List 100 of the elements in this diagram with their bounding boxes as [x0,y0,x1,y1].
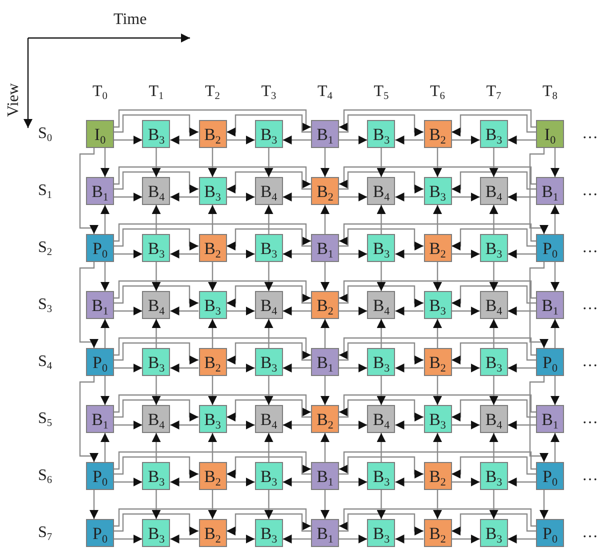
arrow [170,192,198,202]
arrow [114,342,198,364]
continuation-dots: … [582,468,598,484]
arrow [79,148,98,234]
frame-box: I$_{0}$ [86,120,114,148]
frame-box: B$_{3}$ [367,462,396,490]
arrow [208,319,217,348]
frame-box: B$_{4}$ [254,405,283,433]
axis-label: Time [114,12,147,28]
row-label: S$_{0}$ [38,126,52,142]
arrow [339,399,424,422]
arrow [114,114,198,136]
frame-box: B$_{4}$ [142,291,170,319]
arrow [114,280,311,302]
arrow [452,136,480,144]
arrow [114,399,198,422]
frame-box: B$_{1}$ [311,519,339,547]
frame-box: B$_{4}$ [254,291,283,319]
arrow [452,285,536,308]
frame-box: B$_{2}$ [198,519,226,547]
arrow [339,364,368,372]
arrow [395,136,424,144]
arrow [226,420,255,430]
frame-box: B$_{3}$ [142,462,170,490]
arrow [433,490,442,519]
arrow [226,364,255,372]
arrow [114,534,142,544]
frame-box: B$_{1}$ [311,120,339,148]
frame-box: B$_{3}$ [254,120,283,148]
arrow [489,490,498,519]
arrow [152,148,161,177]
arrow [100,148,110,177]
arrow [489,205,498,234]
row-label: S$_{7}$ [38,525,52,541]
row-label: S$_{3}$ [38,297,52,313]
arrow [152,262,161,291]
arrow [100,262,110,291]
frame-box: B$_{4}$ [367,291,396,319]
arrow [208,433,217,462]
arrow [264,490,274,519]
arrow [395,420,424,430]
arrow [282,136,311,144]
continuation-dots: … [582,297,598,313]
arrow [226,114,311,136]
arrow [114,285,198,308]
column-label: T$_{8}$ [542,84,558,100]
frame-box: B$_{2}$ [424,462,452,490]
arrow [395,478,424,486]
arrow [529,148,548,234]
frame-box: B$_{3}$ [480,234,508,262]
arrow [320,433,330,462]
arrow [339,337,536,360]
frame-box: B$_{3}$ [142,519,170,547]
arrow [339,171,424,194]
arrow [452,478,480,486]
arrow [226,534,255,544]
arrow [170,306,198,316]
arrow [114,228,198,250]
frame-box: B$_{3}$ [480,120,508,148]
arrow [114,508,311,530]
frame-box: P$_{0}$ [536,348,564,376]
column-label: T$_{4}$ [318,84,332,100]
arrow [114,192,142,202]
arrow [376,262,386,291]
column-label: T$_{2}$ [205,84,220,100]
arrow [282,192,311,202]
frame-box: B$_{2}$ [424,348,452,376]
arrow [508,534,536,544]
arrow [339,420,368,430]
arrow [550,433,560,462]
arrow [264,148,274,177]
arrow [452,420,480,430]
frame-box: B$_{4}$ [142,405,170,433]
arrow [226,192,255,202]
arrow [226,342,311,364]
continuation-dots: … [582,240,598,256]
arrow [320,262,330,291]
arrow [550,262,560,291]
arrow [114,223,311,246]
arrow [100,376,110,405]
arrow [226,250,255,258]
arrow [114,364,142,372]
frame-box: B$_{3}$ [198,177,226,205]
arrow [339,342,424,364]
arrow [452,306,480,316]
arrow [282,250,311,258]
arrow [320,490,330,519]
column-label: T$_{1}$ [148,84,164,100]
arrow [433,205,442,234]
continuation-dots: … [582,525,598,541]
arrow [452,364,480,372]
arrow [114,513,198,536]
arrow [170,420,198,430]
arrow [550,148,560,177]
frame-box: B$_{3}$ [480,348,508,376]
arrow [339,114,424,136]
frame-box: B$_{4}$ [480,291,508,319]
arrow [264,205,274,234]
frame-box: P$_{0}$ [536,462,564,490]
arrow [152,490,161,519]
